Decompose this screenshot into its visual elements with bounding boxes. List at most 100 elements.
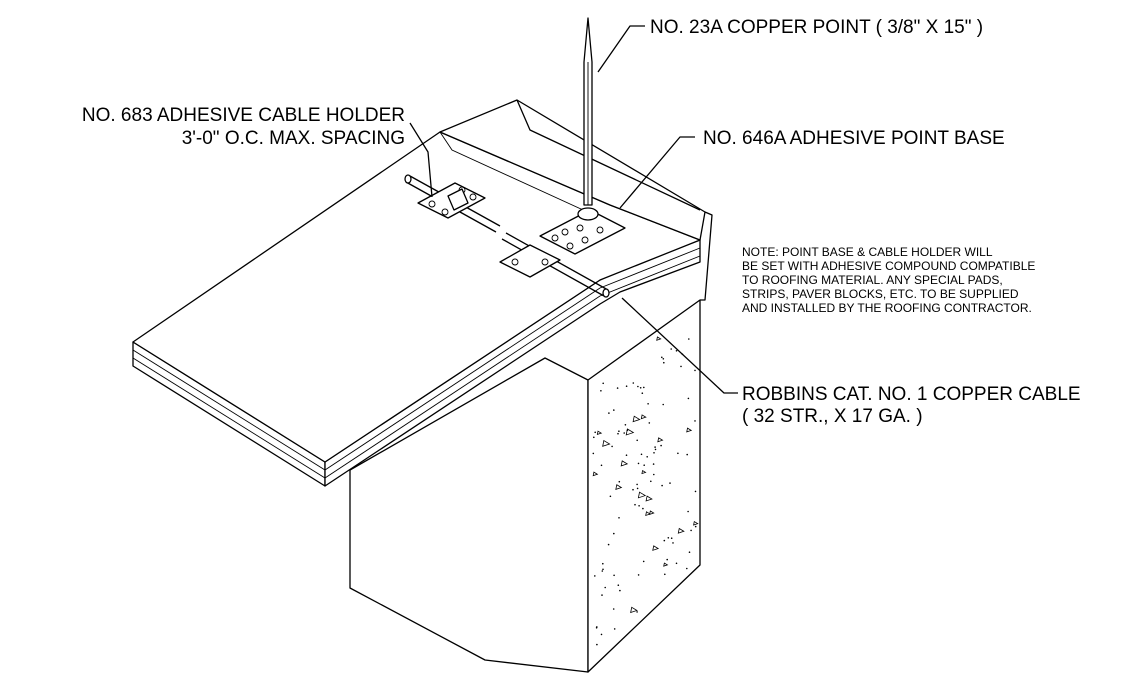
concrete-dot	[694, 420, 696, 422]
concrete-aggregate	[637, 491, 647, 499]
concrete-aggregate	[625, 428, 635, 436]
concrete-dot	[616, 387, 619, 389]
concrete-dot	[639, 387, 642, 389]
concrete-aggregate	[677, 527, 685, 534]
note-line: AND INSTALLED BY THE ROOFING CONTRACTOR.	[742, 301, 1032, 315]
concrete-dot	[636, 487, 639, 490]
concrete-aggregate	[656, 336, 662, 341]
concrete-dot	[600, 633, 603, 636]
concrete-dot	[667, 537, 670, 539]
note-line: BE SET WITH ADHESIVE COMPOUND COMPATIBLE	[742, 259, 1035, 273]
concrete-aggregate	[592, 471, 599, 477]
concrete-dot	[672, 542, 674, 544]
concrete-aggregate	[645, 495, 653, 502]
concrete-dot	[687, 397, 690, 400]
concrete-dot	[625, 385, 628, 388]
copper-point-label: NO. 23A COPPER POINT ( 3/8" X 15" )	[650, 17, 983, 38]
concrete-dot	[613, 532, 615, 535]
concrete-dot	[653, 452, 655, 454]
concrete-dot	[663, 539, 666, 542]
concrete-stipple	[592, 336, 699, 646]
parapet-cap	[439, 99, 706, 241]
concrete-dot	[664, 573, 666, 576]
concrete-dot	[602, 562, 604, 565]
concrete-dot	[643, 464, 645, 467]
concrete-dot	[594, 431, 596, 434]
concrete-dot	[677, 452, 679, 455]
concrete-dot	[666, 558, 668, 561]
copper-cable-label-2: ( 32 STR., X 17 GA. )	[742, 406, 923, 427]
concrete-aggregate	[657, 437, 664, 443]
concrete-dot	[613, 628, 616, 630]
concrete-dot	[669, 482, 671, 484]
concrete-dot	[601, 570, 604, 572]
concrete-dot	[604, 586, 606, 589]
concrete-dot	[686, 453, 688, 456]
concrete-dot	[688, 551, 691, 553]
point-base-label: NO. 646A ADHESIVE POINT BASE	[703, 128, 1005, 149]
concrete-aggregate	[693, 520, 699, 526]
note-line: TO ROOFING MATERIAL. ANY SPECIAL PADS,	[742, 273, 1003, 287]
concrete-dot	[619, 589, 621, 592]
concrete-dot	[675, 350, 678, 352]
roof-slab	[132, 99, 713, 487]
concrete-dot	[607, 543, 610, 546]
concrete-aggregate	[640, 414, 647, 420]
concrete-aggregate	[615, 484, 623, 490]
note-line: STRIPS, PAVER BLOCKS, ETC. TO BE SUPPLIE…	[742, 287, 1019, 301]
concrete-dot	[637, 462, 640, 465]
concrete-aggregate	[686, 427, 693, 433]
concrete-dot	[675, 562, 678, 565]
concrete-aggregate	[632, 415, 641, 423]
concrete-aggregate	[602, 439, 611, 447]
concrete-aggregate	[663, 562, 669, 567]
concrete-dot	[596, 643, 598, 646]
concrete-dot	[670, 348, 672, 350]
concrete-dot	[593, 436, 595, 439]
concrete-dot	[662, 403, 664, 406]
concrete-dot	[611, 445, 613, 448]
concrete-dot	[618, 480, 621, 483]
concrete-dot	[592, 452, 595, 455]
concrete-dot	[612, 608, 615, 610]
concrete-dot	[617, 584, 620, 586]
concrete-dot	[663, 361, 665, 364]
concrete-dot	[686, 567, 688, 570]
concrete-dot	[661, 356, 663, 359]
concrete-dot	[602, 568, 604, 571]
concrete-dot	[641, 392, 644, 395]
concrete-dot	[618, 517, 620, 519]
concrete-dot	[670, 537, 673, 539]
concrete-dot	[638, 505, 640, 507]
concrete-aggregate	[630, 606, 638, 614]
concrete-dot	[694, 525, 697, 528]
concrete-dot	[661, 484, 663, 487]
cable-holder-683	[417, 182, 486, 219]
concrete-dot	[647, 403, 649, 405]
concrete-dot	[594, 575, 596, 577]
concrete-dot	[617, 432, 619, 435]
concrete-dot	[680, 365, 682, 368]
cable-holder-label-2: 3'-0" O.C. MAX. SPACING	[182, 128, 405, 149]
concrete-dot	[653, 473, 655, 476]
concrete-aggregate	[652, 545, 660, 551]
concrete-dot	[608, 412, 610, 414]
concrete-dot	[652, 463, 655, 465]
concrete-dot	[643, 386, 645, 389]
concrete-dot	[648, 422, 651, 424]
concrete-dot	[618, 430, 620, 433]
concrete-dot	[646, 456, 648, 458]
concrete-aggregate	[641, 469, 647, 475]
concrete-aggregate	[596, 430, 603, 436]
concrete-dot	[694, 369, 696, 372]
concrete-dot	[650, 480, 652, 483]
concrete-dot	[642, 507, 644, 510]
concrete-dot	[660, 444, 662, 447]
cable-holder-label-1: NO. 683 ADHESIVE CABLE HOLDER	[82, 105, 405, 126]
concrete-dot	[613, 409, 615, 411]
concrete-aggregate	[620, 460, 629, 467]
concrete-dot	[602, 382, 604, 385]
concrete-aggregate	[645, 511, 652, 517]
concrete-dot	[613, 574, 615, 577]
